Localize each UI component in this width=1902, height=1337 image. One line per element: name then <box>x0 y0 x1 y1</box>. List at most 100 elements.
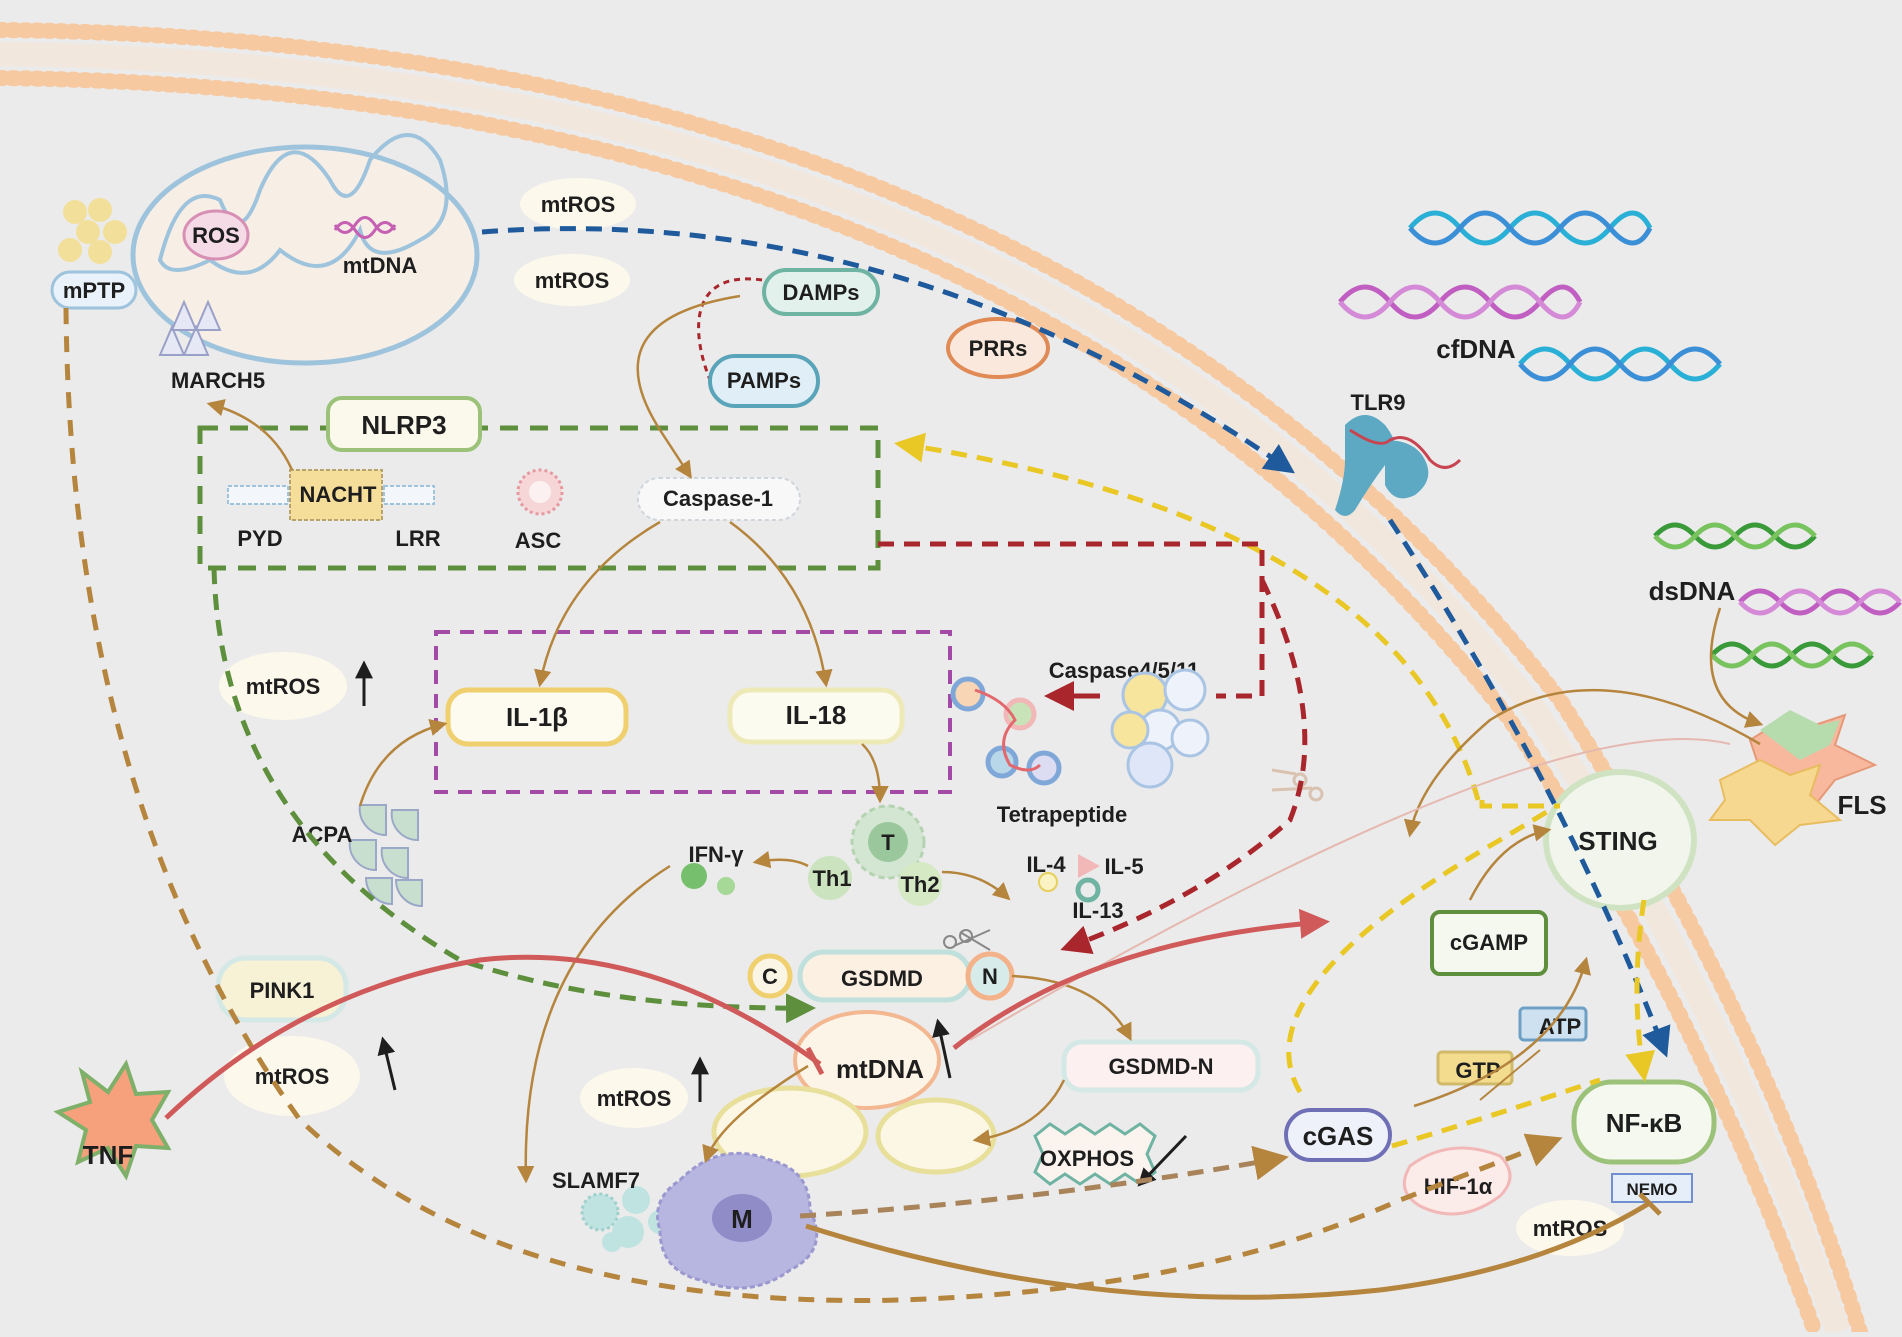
tetrapeptide-icon <box>950 676 1062 786</box>
cell-membrane <box>0 22 1868 1337</box>
mtros-label-1: mtROS <box>541 192 616 217</box>
oxphos-label: OXPHOS <box>1040 1146 1134 1171</box>
mtros-label-5: mtROS <box>597 1086 672 1111</box>
march5-label: MARCH5 <box>171 368 265 393</box>
fls-label: FLS <box>1837 790 1886 820</box>
decrease-arrow-icon <box>1137 1134 1188 1187</box>
damps-node <box>762 268 880 316</box>
slamf7-label: SLAMF7 <box>552 1168 640 1193</box>
damps-pamps-link <box>697 277 763 381</box>
mtros-badge <box>219 652 347 720</box>
nlrp3-label: NLRP3 <box>361 410 446 440</box>
dsdna-label: dsDNA <box>1649 576 1736 606</box>
nfkb-label: NF-κB <box>1606 1108 1683 1138</box>
gtp-label: GTP <box>1455 1058 1500 1083</box>
cgamp-node <box>1430 910 1548 976</box>
sting-label: STING <box>1578 826 1657 856</box>
atp-label: ATP <box>1539 1014 1581 1039</box>
pyd-domain <box>227 485 289 505</box>
tlr9-label: TLR9 <box>1351 390 1406 415</box>
gsdmd-c-domain <box>747 953 793 999</box>
cfdna-helix-icon <box>1338 210 1722 382</box>
increase-arrow-icon <box>377 1036 397 1091</box>
tnf-icon <box>53 1059 172 1181</box>
ifng-label: IFN-γ <box>689 842 745 867</box>
il13-label: IL-13 <box>1072 898 1123 923</box>
nlrp3-inflammasome-box <box>197 425 881 571</box>
th1-label: Th1 <box>812 866 851 891</box>
pathway-arrows <box>63 226 1764 1303</box>
mptp-pore-icon <box>50 198 138 310</box>
mtdna-top-label: mtDNA <box>343 253 418 278</box>
prrs-node <box>946 317 1050 379</box>
cgas-node <box>1284 1108 1392 1162</box>
pink1-label: PINK1 <box>250 978 315 1003</box>
mtros-label-3: mtROS <box>246 674 321 699</box>
nacht-domain <box>289 469 383 521</box>
mtros-label-2: mtROS <box>535 268 610 293</box>
asc-icon <box>516 468 564 516</box>
tetrapeptide-label: Tetrapeptide <box>997 802 1127 827</box>
mtros-badge <box>580 1068 688 1128</box>
il1b-label: IL-1β <box>506 702 568 732</box>
gtp-node <box>1436 1050 1514 1086</box>
mtdna-mid-label: mtDNA <box>836 1054 924 1084</box>
gsdmdn-node <box>1061 1039 1261 1093</box>
fls-cell-icon <box>1708 710 1878 847</box>
interleukin-icon <box>1038 854 1101 903</box>
mtros-badge <box>1516 1200 1624 1256</box>
mtros-badge <box>514 254 630 306</box>
caspase4511-icon <box>1110 668 1210 789</box>
ros-label: ROS <box>192 223 240 248</box>
caspase1-label: Caspase-1 <box>663 486 773 511</box>
il18-label: IL-18 <box>786 700 847 730</box>
mptp-label: mPTP <box>63 278 125 303</box>
increase-arrow-icon <box>932 1018 952 1079</box>
pamps-node <box>708 354 820 408</box>
prrs-label: PRRs <box>969 336 1028 361</box>
macrophage-label: M <box>731 1204 753 1234</box>
dsdna-helix-icon <box>1653 522 1902 669</box>
nlrp3-node <box>326 396 482 452</box>
nfkb-node <box>1571 1079 1717 1165</box>
nemo-label: NEMO <box>1627 1180 1678 1199</box>
hif1a-icon <box>1402 1146 1512 1216</box>
cgamp-label: cGAMP <box>1450 930 1528 955</box>
pyd-label: PYD <box>237 526 282 551</box>
march5-icon <box>158 299 222 356</box>
gsdmd-label: GSDMD <box>841 966 923 991</box>
il5-label: IL-5 <box>1104 854 1143 879</box>
lrr-label: LRR <box>395 526 440 551</box>
acpa-label: ACPA <box>292 822 353 847</box>
ifng-icon <box>681 863 735 895</box>
gsdmdn-label: GSDMD-N <box>1108 1054 1213 1079</box>
nacht-label: NACHT <box>300 482 378 507</box>
th2-label: Th2 <box>900 872 939 897</box>
gsdmd-n-label: N <box>982 964 998 989</box>
mtros-badge <box>520 178 636 230</box>
lrr-domain <box>383 485 435 505</box>
cgas-label: cGAS <box>1303 1121 1374 1151</box>
t-cell-icon <box>808 804 942 906</box>
pamps-label: PAMPs <box>727 368 801 393</box>
il18-node <box>727 687 905 745</box>
caspase1-node <box>637 477 801 521</box>
macrophage-nucleus <box>712 1194 772 1242</box>
nemo-node <box>1611 1173 1693 1203</box>
il1b-node <box>445 687 629 747</box>
il4-label: IL-4 <box>1026 852 1066 877</box>
damps-label: DAMPs <box>782 280 859 305</box>
t-cell-label: T <box>881 830 895 855</box>
tlr9-receptor-icon <box>1335 415 1462 516</box>
scissors-icon <box>943 929 991 951</box>
mtros-label-6: mtROS <box>1533 1216 1608 1241</box>
acpa-antibody-icon <box>348 804 423 908</box>
tnf-label: TNF <box>83 1140 134 1170</box>
cfdna-label: cfDNA <box>1436 334 1516 364</box>
asc-label: ASC <box>515 528 562 553</box>
gsdmd-c-label: C <box>762 964 778 989</box>
damaged-mitochondria-icon <box>711 1010 997 1179</box>
mitochondrion-icon <box>130 133 480 366</box>
